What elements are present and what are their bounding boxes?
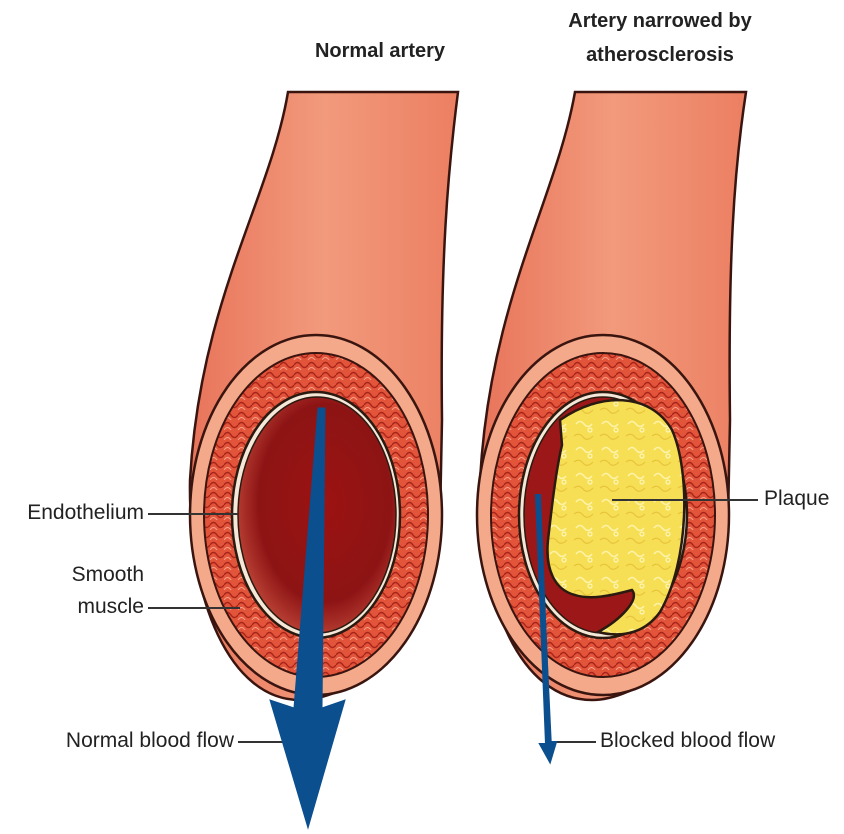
normal-artery-title: Normal artery — [300, 40, 460, 63]
smooth-muscle-label-line1: Smooth — [30, 563, 144, 587]
narrowed-artery — [477, 92, 746, 700]
blocked-blood-flow-label: Blocked blood flow — [600, 729, 775, 753]
endothelium-label: Endothelium — [8, 501, 144, 525]
narrowed-artery-title-line1: Artery narrowed by — [550, 10, 770, 33]
smooth-muscle-label-line2: muscle — [30, 595, 144, 619]
plaque-label: Plaque — [764, 487, 829, 511]
narrowed-artery-title-line2: atherosclerosis — [550, 44, 770, 67]
normal-blood-flow-label: Normal blood flow — [20, 729, 234, 753]
